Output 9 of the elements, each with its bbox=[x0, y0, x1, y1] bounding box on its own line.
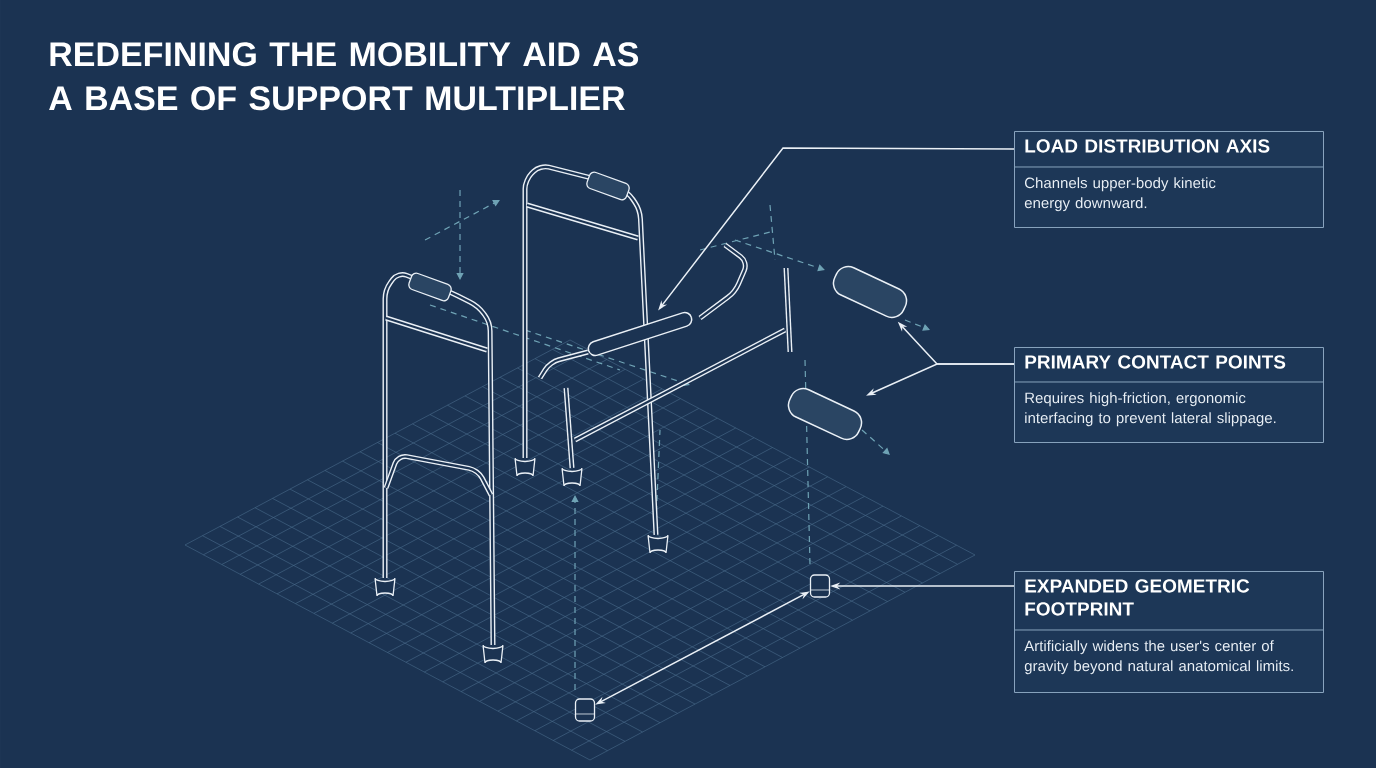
rubber-foot-tip bbox=[574, 698, 596, 722]
callout-box: EXPANDED GEOMETRIC FOOTPRINT Artificially widens the user's center of gravity beyond natural anatomical limits. bbox=[1013, 571, 1324, 693]
callout-box: LOAD DISTRIBUTION AXIS Channels upper-body kinetic energy downward. bbox=[1013, 131, 1324, 228]
rubber-foot-tip bbox=[809, 574, 831, 598]
hand-grip bbox=[832, 265, 908, 319]
callout-box: PRIMARY CONTACT POINTS Requires high-friction, ergonomic interfacing to prevent lateral slippage. bbox=[1013, 347, 1324, 443]
title: REDEFINING THE MOBILITY AID AS A BASE OF SUPPORT MULTIPLIER bbox=[49, 42, 639, 111]
hand-grip bbox=[787, 387, 863, 441]
handle-bar bbox=[587, 311, 693, 357]
